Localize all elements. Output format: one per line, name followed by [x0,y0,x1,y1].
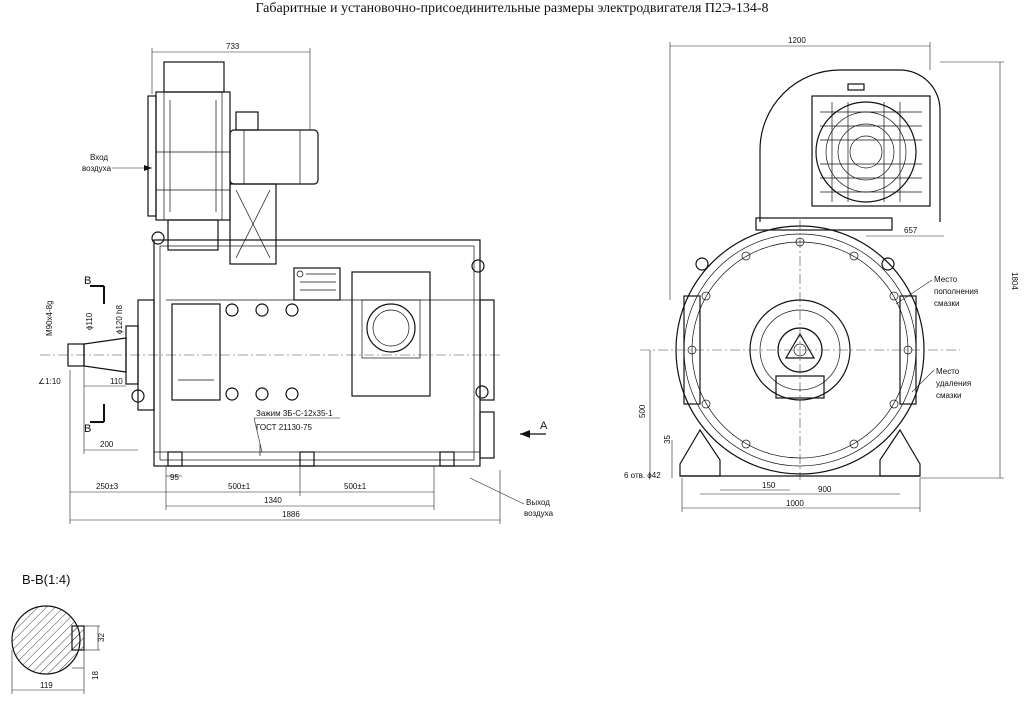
shaft-nut [67,343,85,367]
foot-left [679,428,721,477]
dim-1200: 1200 [788,36,806,45]
terminal-label: Зажим 3Б-С-12х35-1 [256,409,333,418]
dim-angle: ∠1:10 [38,377,61,386]
fan-top-frame [163,61,225,93]
dim-733: 733 [226,42,240,51]
air-inlet-label-1: Вход [90,153,108,162]
end-view: 1200 1804 657 500 35 6 отв. ϕ42 150 900 … [624,36,1019,512]
fan-base [755,217,893,231]
dim-500-right: 500±1 [344,482,367,491]
grease-fill-label-2: пополнения [934,287,978,296]
dim-200: 200 [100,440,114,449]
dim-900: 900 [818,485,832,494]
gost-label: ГОСТ 21130-75 [256,423,312,432]
fan-duct [167,219,219,251]
foot-right [879,428,921,477]
dim-500: 500 [638,404,647,418]
flange-bolts [687,237,913,449]
section-key [71,625,85,651]
section-dim-18: 18 [91,671,100,680]
air-outlet-label-1: Выход [526,498,550,507]
section-dim-32: 32 [97,633,106,642]
section-label-bottom: В [84,423,91,435]
dim-110: 110 [110,377,123,386]
dim-1000: 1000 [786,499,804,508]
fan-grille [811,95,931,207]
section-title: В-В(1:4) [22,572,70,587]
grease-remove-label-3: смазки [936,391,962,400]
dim-95: 95 [170,473,179,482]
hatch-left [171,303,221,401]
fan-mount [229,183,277,265]
section-label-top: В [84,275,91,287]
hatch-right [351,271,431,397]
section-circle [11,605,81,675]
dim-150: 150 [762,481,776,490]
section-view: В-В(1:4) 32 18 119 [11,572,106,694]
grease-remove-label-2: удаления [936,379,971,388]
dim-250: 250±3 [96,482,119,491]
grease-fill-label-1: Место [934,275,958,284]
dim-1886: 1886 [282,510,300,519]
section-dim-119: 119 [40,681,53,690]
fan-motor-box [235,111,259,131]
dim-dia110: ϕ110 [85,312,94,330]
view-a-label: А [540,420,548,432]
dim-657: 657 [904,226,918,235]
fan-scroll [759,69,941,222]
grease-remove-label-1: Место [936,367,960,376]
dim-dia120: ϕ120 h8 [115,305,124,335]
fan-flange [147,95,157,217]
dim-holes: 6 отв. ϕ42 [624,471,661,480]
dim-500-left: 500±1 [228,482,251,491]
grille-mesh [820,102,922,202]
side-view: А 733 1886 1340 500±1 500±1 250±3 95 200… [38,42,554,524]
grease-fill-label-3: смазки [934,299,960,308]
dim-1340: 1340 [264,496,282,505]
drawing-title: Габаритные и установочно-присоединительн… [255,1,769,16]
air-inlet-label-2: воздуха [82,164,112,173]
shaft-key [784,332,816,359]
air-outlet-label-2: воздуха [524,509,554,518]
fan-housing [155,91,231,221]
fan-motor [229,129,319,185]
dim-thread: М90х4-8g [45,300,54,336]
nameplate [293,267,341,301]
view-a-arrow [520,430,530,438]
dim-1804: 1804 [1010,272,1019,290]
dim-35: 35 [663,435,672,444]
